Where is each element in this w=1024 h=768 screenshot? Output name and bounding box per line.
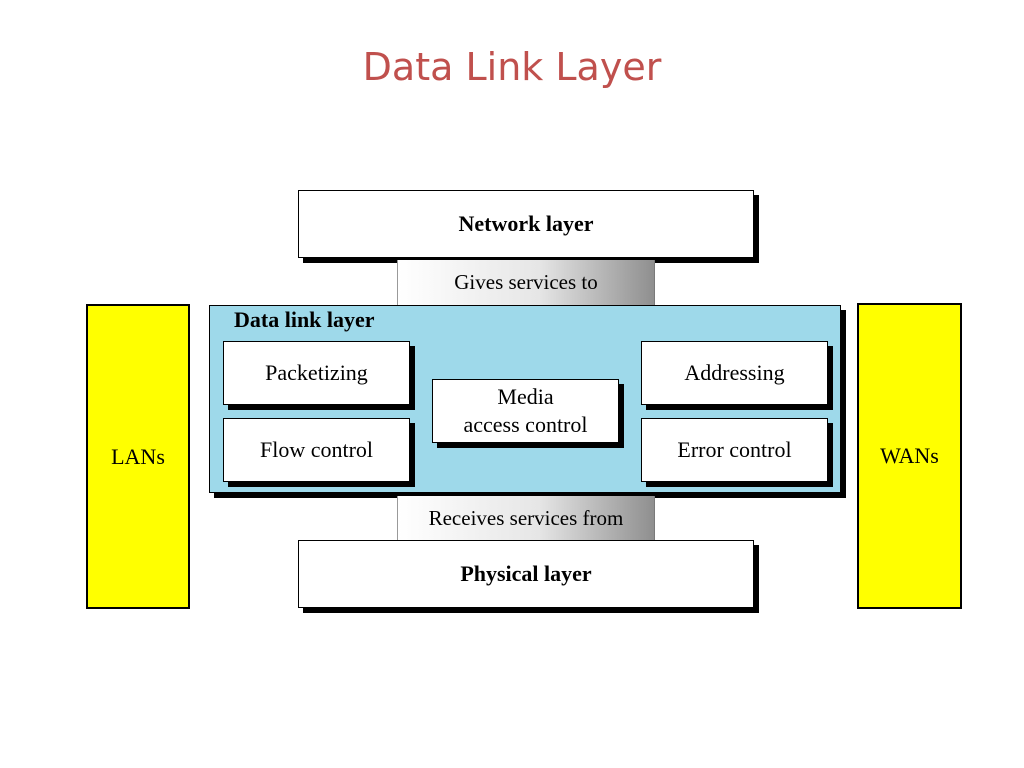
media-access-control-box: Media access control — [432, 379, 619, 443]
media-access-label-line1: Media — [497, 384, 554, 409]
media-access-label-line2: access control — [463, 412, 588, 437]
packetizing-box: Packetizing — [223, 341, 410, 405]
wans-box: WANs — [857, 303, 962, 609]
addressing-label: Addressing — [684, 360, 785, 385]
wans-label: WANs — [880, 443, 939, 468]
packetizing-label: Packetizing — [265, 360, 368, 385]
flow-control-box: Flow control — [223, 418, 410, 482]
addressing-box: Addressing — [641, 341, 828, 405]
network-layer-label: Network layer — [458, 211, 594, 236]
flow-control-label: Flow control — [259, 437, 374, 462]
gives-services-label: Gives services to — [454, 270, 598, 294]
slide-title: Data Link Layer — [362, 45, 662, 89]
gives-services-connector: Gives services to — [397, 260, 655, 305]
error-control-box: Error control — [641, 418, 828, 482]
network-layer-box: Network layer — [298, 190, 754, 258]
physical-layer-box: Physical layer — [298, 540, 754, 608]
lans-box: LANs — [86, 304, 190, 609]
physical-layer-label: Physical layer — [460, 561, 592, 586]
error-control-label: Error control — [677, 437, 792, 462]
receives-services-connector: Receives services from — [397, 496, 655, 540]
data-link-layer-label: Data link layer — [234, 307, 375, 332]
receives-services-label: Receives services from — [428, 505, 624, 530]
lans-label: LANs — [111, 443, 165, 469]
